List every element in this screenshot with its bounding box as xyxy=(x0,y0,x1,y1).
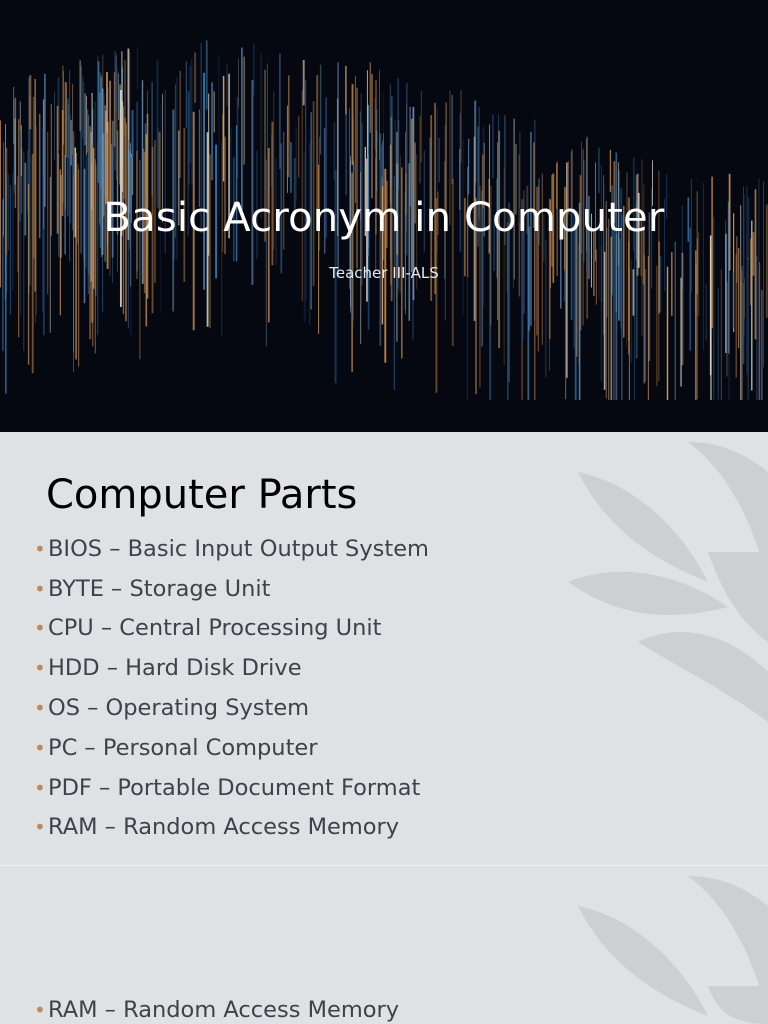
bullet-icon: • xyxy=(34,576,46,601)
bullet-icon: • xyxy=(34,616,46,641)
list-item: •PC – Personal Computer xyxy=(34,728,429,768)
title-slide: Basic Acronym in Computer Teacher III-AL… xyxy=(0,0,768,432)
light-streaks-background xyxy=(0,40,768,400)
computer-parts-slide: Computer Parts •BIOS – Basic Input Outpu… xyxy=(0,432,768,865)
list-item: •PDF – Portable Document Format xyxy=(34,768,429,808)
bullet-icon: • xyxy=(34,997,46,1022)
list-item-text: RAM – Random Access Memory xyxy=(48,996,400,1023)
list-item-text: PDF – Portable Document Format xyxy=(48,774,421,801)
list-item: •RAM – Random Access Memory xyxy=(34,808,429,848)
slide-heading: Computer Parts xyxy=(46,472,358,518)
list-item-text: RAM – Random Access Memory xyxy=(48,814,400,841)
list-item-text: OS – Operating System xyxy=(48,695,310,722)
list-item-text: BIOS – Basic Input Output System xyxy=(48,535,429,562)
list-item-text: HDD – Hard Disk Drive xyxy=(48,655,302,682)
leaf-shadow-decoration xyxy=(568,442,768,722)
leaf-shadow-decoration xyxy=(578,876,768,1024)
list-item: •RAM – Random Access Memory xyxy=(34,990,399,1024)
list-item-text: BYTE – Storage Unit xyxy=(48,575,271,602)
bullet-icon: • xyxy=(34,656,46,681)
bullet-icon: • xyxy=(34,815,46,840)
slide-divider xyxy=(0,865,768,866)
list-item: •BYTE – Storage Unit xyxy=(34,569,429,609)
list-item-text: PC – Personal Computer xyxy=(48,734,318,761)
bullet-icon: • xyxy=(34,775,46,800)
slide-subtitle: Teacher III-ALS xyxy=(329,264,439,282)
next-slide-partial: •RAM – Random Access Memory xyxy=(0,866,768,1024)
acronym-list: •RAM – Random Access Memory xyxy=(34,990,399,1024)
list-item: •BIOS – Basic Input Output System xyxy=(34,529,429,569)
slide-title: Basic Acronym in Computer xyxy=(103,195,665,241)
list-item: •CPU – Central Processing Unit xyxy=(34,609,429,649)
bullet-icon: • xyxy=(34,696,46,721)
bullet-icon: • xyxy=(34,735,46,760)
list-item: •OS – Operating System xyxy=(34,688,429,728)
list-item-text: CPU – Central Processing Unit xyxy=(48,615,382,642)
acronym-list: •BIOS – Basic Input Output System •BYTE … xyxy=(34,529,429,847)
bullet-icon: • xyxy=(34,536,46,561)
list-item: •HDD – Hard Disk Drive xyxy=(34,648,429,688)
